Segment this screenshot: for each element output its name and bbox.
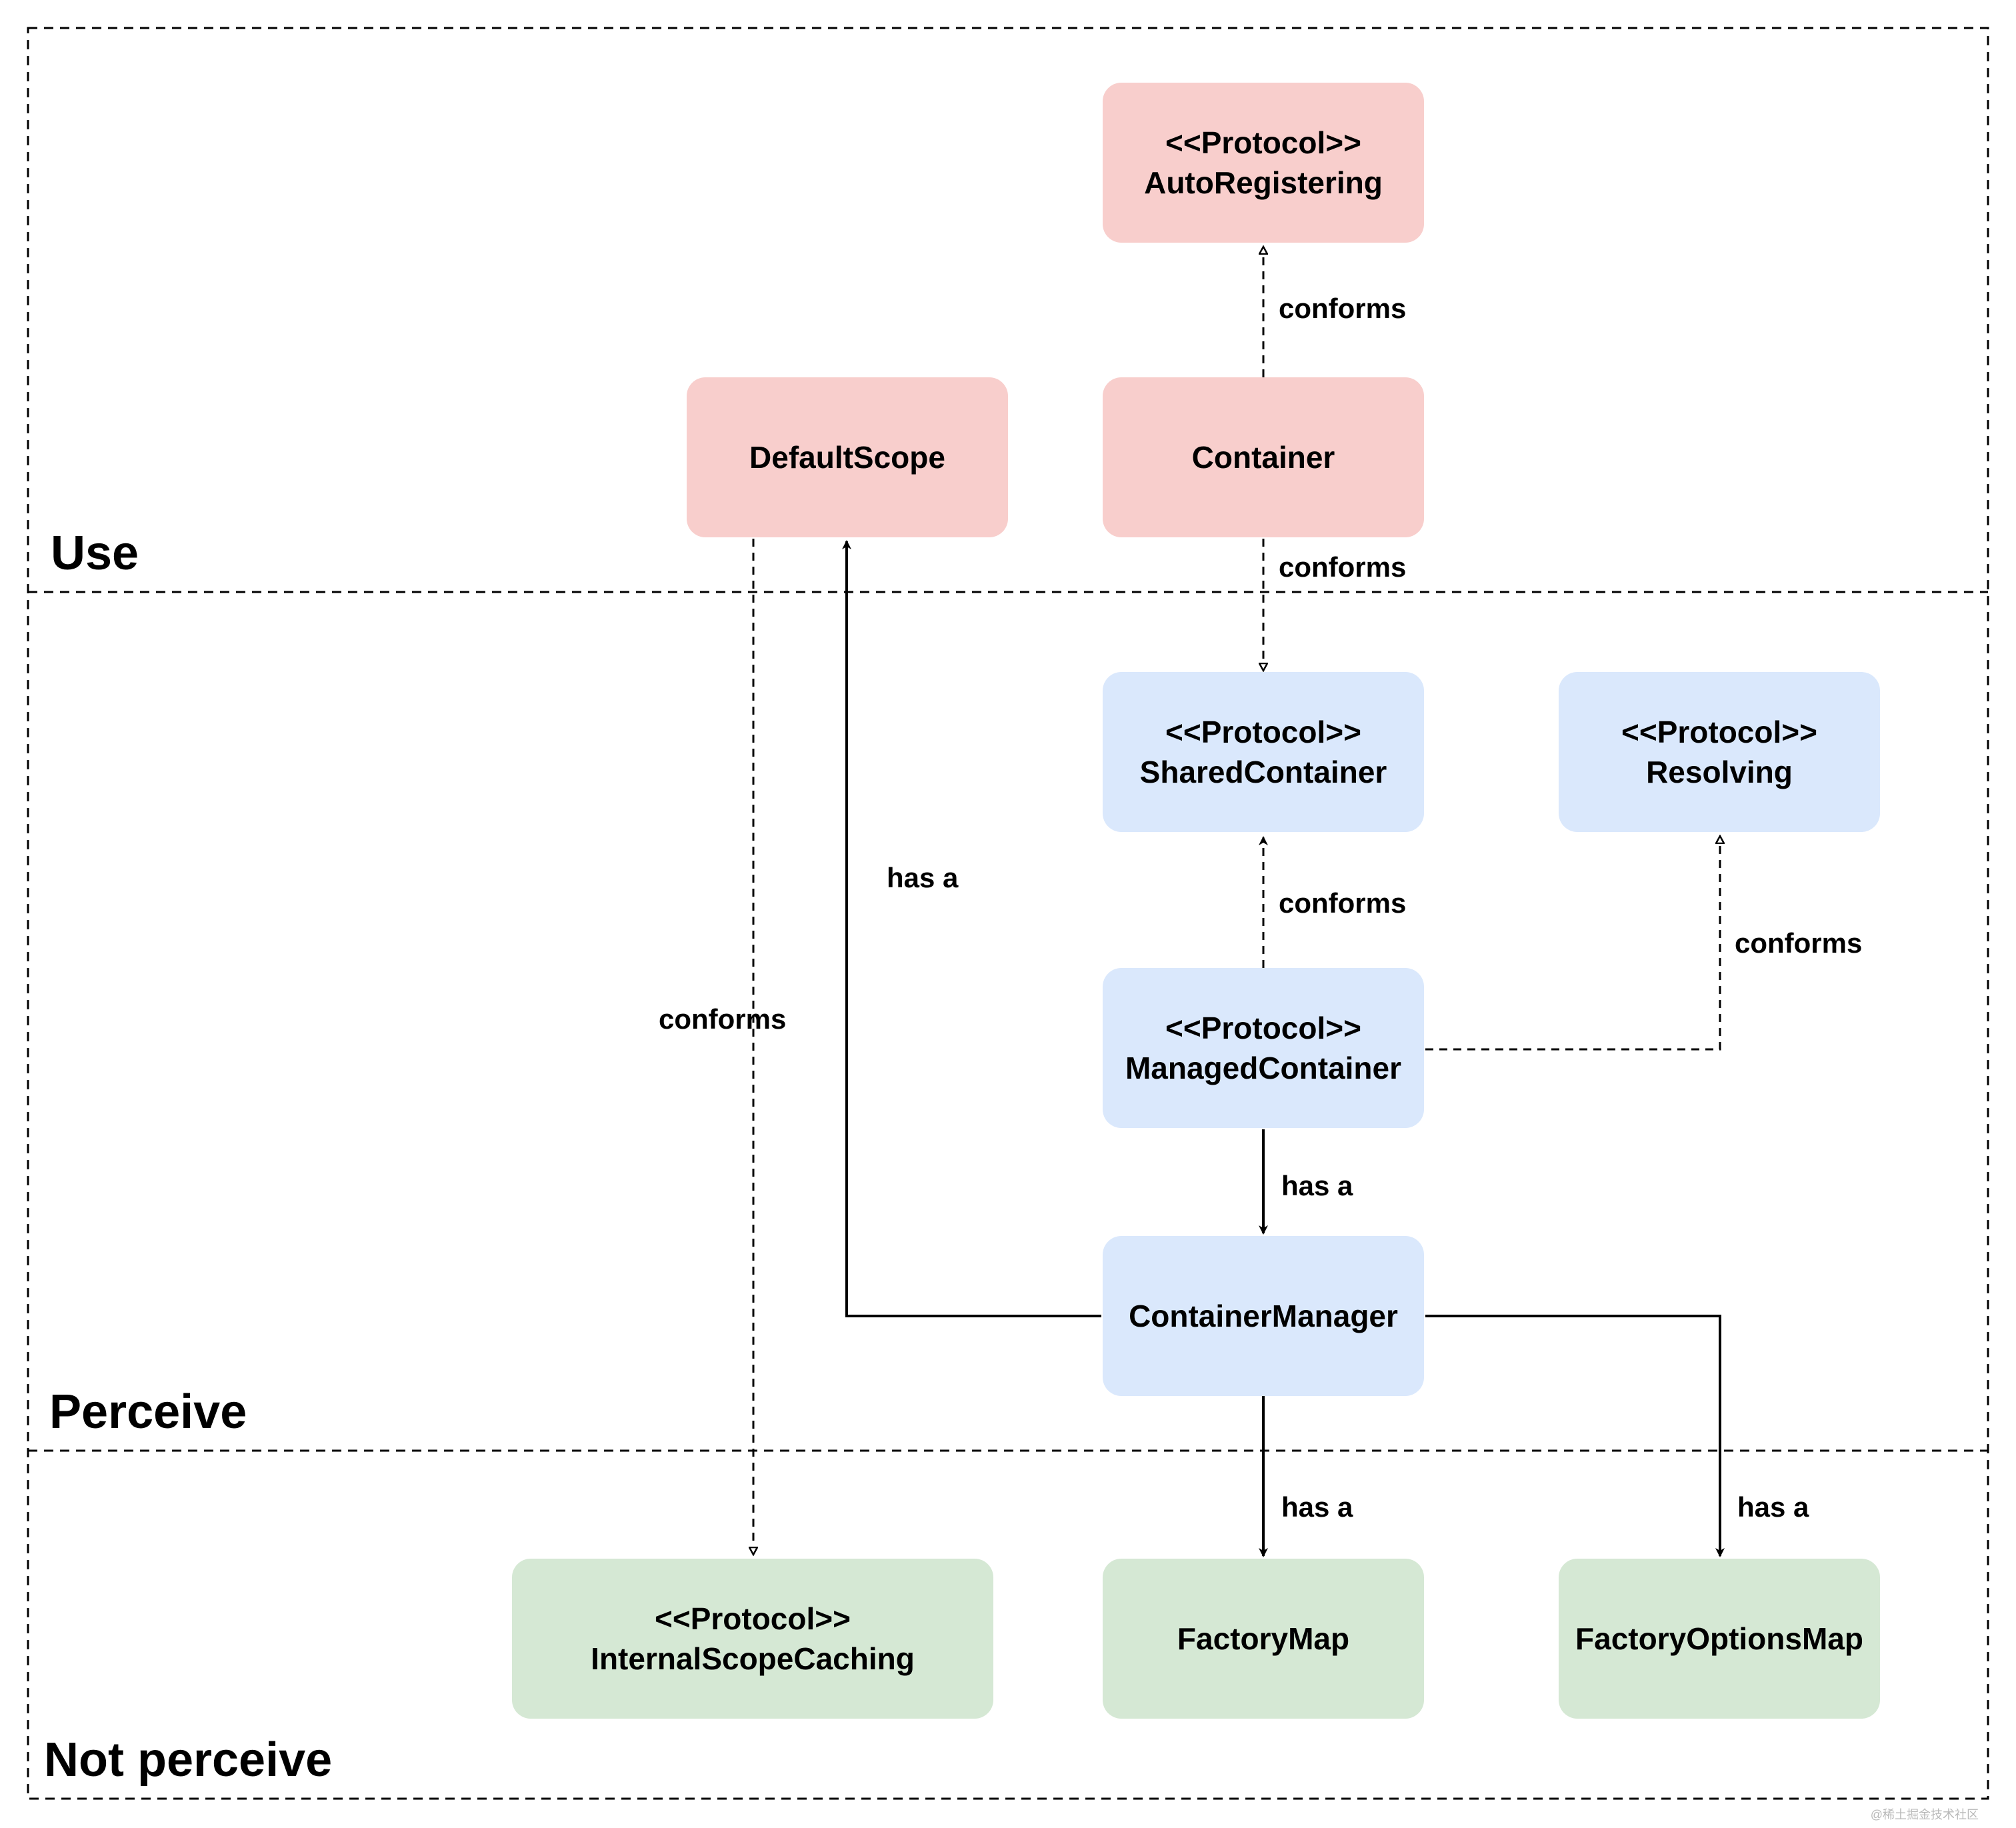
node-stereotype: <<Protocol>> [1165, 125, 1361, 160]
diagram-border [27, 27, 1989, 1800]
region-label-use: Use [51, 527, 139, 580]
edge-label-containermanager-factoryoptionsmap: has a [1737, 1491, 1809, 1523]
node-name: DefaultScope [749, 440, 945, 475]
node-name: FactoryOptionsMap [1575, 1621, 1863, 1656]
node-name: FactoryMap [1177, 1621, 1350, 1656]
edge-label-managed-containermanager: has a [1281, 1170, 1353, 1201]
node-name: SharedContainer [1139, 755, 1387, 789]
edge-label-managed-resolving: conforms [1735, 927, 1863, 959]
edge-containermanager-defaultscope [842, 540, 1101, 1317]
node-container: Container [1103, 377, 1424, 537]
node-autoregistering: <<Protocol>> AutoRegistering [1103, 83, 1424, 243]
edge-containermanager-factoryoptionsmap [1425, 1315, 1725, 1557]
edge-label-container-sharedcontainer: conforms [1279, 551, 1407, 583]
node-internalscopecaching: <<Protocol>> InternalScopeCaching [512, 1559, 993, 1719]
edge-label-container-autoregistering: conforms [1279, 293, 1407, 324]
node-name: Container [1191, 440, 1335, 475]
edge-label-containermanager-defaultscope: has a [887, 862, 959, 893]
node-name: ContainerManager [1129, 1299, 1398, 1333]
node-stereotype: <<Protocol>> [1165, 715, 1361, 749]
edge-label-managed-sharedcontainer: conforms [1279, 887, 1407, 919]
node-name: AutoRegistering [1144, 165, 1383, 200]
node-containermanager: ContainerManager [1103, 1236, 1424, 1396]
region-label-perceive: Perceive [49, 1385, 247, 1439]
node-factorymap: FactoryMap [1103, 1559, 1424, 1719]
node-defaultscope: DefaultScope [687, 377, 1008, 537]
edge-label-containermanager-factorymap: has a [1281, 1491, 1353, 1523]
node-name: InternalScopeCaching [591, 1641, 915, 1676]
node-managedcontainer: <<Protocol>> ManagedContainer [1103, 968, 1424, 1128]
watermark: @稀土掘金技术社区 [1870, 1808, 1979, 1821]
node-name: ManagedContainer [1125, 1051, 1402, 1085]
node-sharedcontainer: <<Protocol>> SharedContainer [1103, 672, 1424, 832]
edge-label-defaultscope-internalscopecaching: conforms [659, 1003, 787, 1035]
node-name: Resolving [1646, 755, 1793, 789]
node-resolving: <<Protocol>> Resolving [1559, 672, 1880, 832]
node-stereotype: <<Protocol>> [1165, 1011, 1361, 1045]
node-stereotype: <<Protocol>> [654, 1601, 851, 1636]
region-label-not-perceive: Not perceive [44, 1733, 333, 1787]
node-stereotype: <<Protocol>> [1621, 715, 1817, 749]
node-factoryoptionsmap: FactoryOptionsMap [1559, 1559, 1880, 1719]
edge-managed-resolving [1425, 836, 1720, 1051]
